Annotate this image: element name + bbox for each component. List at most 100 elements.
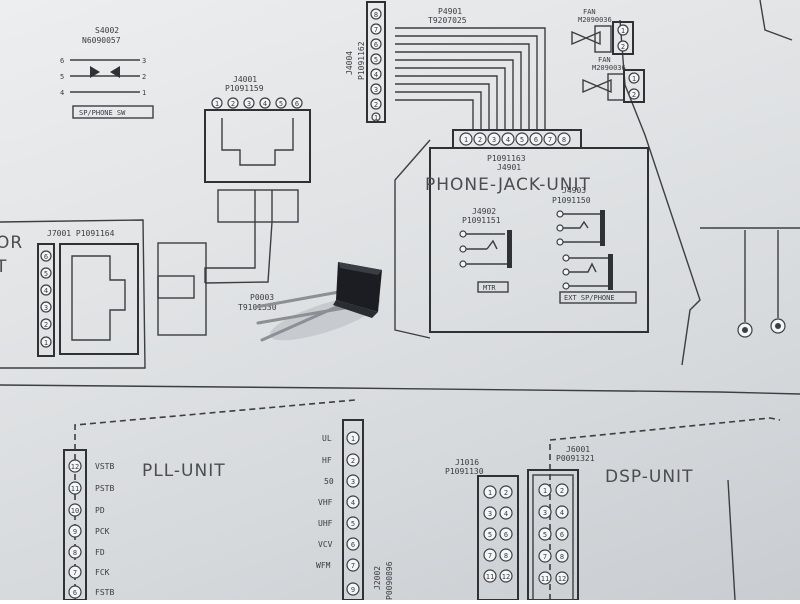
j2002-signal-ul: UL (322, 434, 332, 443)
svg-text:7: 7 (374, 26, 378, 34)
fan2-part: M2090036 (592, 64, 626, 72)
j1016-connector: J1016 P1091130 1 2 3 4 5 6 7 8 11 12 (445, 458, 519, 601)
s4002-switch: S4002 N6090057 654 321 SP/PHONE SW (60, 26, 154, 119)
board-outline-middle (394, 139, 431, 339)
svg-text:10: 10 (71, 507, 79, 515)
pll-signal-fd: FD (95, 548, 105, 557)
j6001-part: P0091321 (556, 454, 595, 463)
svg-text:4: 4 (44, 287, 48, 295)
left-unit-fragment-or: OR (0, 233, 23, 253)
dsp-unit-title: DSP-UNIT (605, 467, 693, 487)
s4002-label: S4002 (95, 26, 119, 35)
svg-text:5: 5 (279, 100, 283, 108)
svg-text:5: 5 (520, 136, 524, 144)
svg-text:1: 1 (215, 100, 219, 108)
j2002-signal-vhf: VHF (318, 498, 333, 507)
svg-text:2: 2 (231, 100, 235, 108)
sp-phone-sw-caption: SP/PHONE SW (79, 109, 126, 117)
svg-text:7: 7 (351, 562, 355, 570)
svg-text:5: 5 (374, 56, 378, 64)
svg-text:5: 5 (488, 531, 492, 539)
svg-text:6: 6 (374, 41, 378, 49)
svg-text:2: 2 (351, 457, 355, 465)
transistor-object (254, 262, 382, 342)
j4902-label: J4902 (472, 207, 496, 216)
j4004-connector: J4004 P1091162 8 7 6 5 4 3 2 1 (345, 1, 386, 123)
j4001-jack: J4001 P1091159 1 2 3 4 5 6 (204, 75, 311, 183)
j2002-signal-uhf: UHF (318, 519, 333, 528)
svg-text:7: 7 (73, 569, 77, 577)
j4903-part: P1091150 (552, 196, 591, 205)
svg-text:4: 4 (351, 499, 355, 507)
pll-unit: PLL-UNIT 12 11 10 9 8 7 6 VSTB PSTB PD P… (63, 399, 356, 601)
svg-text:6: 6 (504, 531, 508, 539)
svg-text:3: 3 (44, 304, 48, 312)
svg-text:1: 1 (142, 89, 146, 97)
board-outline-right (619, 19, 701, 366)
j4901-part: P1091163 (487, 154, 526, 163)
svg-text:8: 8 (374, 11, 378, 19)
j6001-label: J6001 (566, 445, 590, 454)
j2002-label: J2002 (373, 566, 382, 590)
svg-text:1: 1 (632, 75, 636, 83)
svg-text:8: 8 (562, 136, 566, 144)
svg-text:1: 1 (543, 487, 547, 495)
svg-text:3: 3 (374, 86, 378, 94)
j4901-label: J4901 (497, 163, 521, 172)
board-outline-corner (759, 0, 793, 41)
pll-unit-title: PLL-UNIT (142, 461, 226, 481)
pll-signal-fstb: FSTB (95, 588, 114, 597)
phone-jack-unit-title: PHONE-JACK-UNIT (425, 175, 591, 195)
svg-text:4: 4 (504, 510, 508, 518)
svg-text:6: 6 (60, 57, 64, 65)
j2002-signal-wfm: WFM (316, 561, 331, 570)
coax-jacks (700, 227, 800, 338)
svg-text:7: 7 (543, 553, 547, 561)
svg-text:8: 8 (73, 549, 77, 557)
pll-signal-pstb: PSTB (95, 484, 114, 493)
fan1-label: FAN (583, 8, 596, 16)
j4902-part: P1091151 (462, 216, 501, 225)
svg-text:2: 2 (374, 101, 378, 109)
j2002-connector: 1 2 3 4 5 6 7 9 UL HF 50 VHF UHF VCV WFM… (316, 419, 394, 601)
svg-text:3: 3 (142, 57, 146, 65)
svg-text:9: 9 (73, 528, 77, 536)
svg-text:11: 11 (71, 485, 79, 493)
dsp-unit: DSP-UNIT J6001 P0091321 1 2 3 4 5 6 7 8 … (527, 417, 781, 601)
j4001-part: P1091159 (225, 84, 264, 93)
svg-text:4: 4 (60, 89, 64, 97)
j2002-signal-50: 50 (324, 477, 334, 486)
svg-text:12: 12 (558, 575, 566, 583)
j4903-label: J4903 (562, 186, 586, 195)
svg-text:2: 2 (478, 136, 482, 144)
svg-text:6: 6 (44, 253, 48, 261)
j2002-part: P0090896 (385, 561, 394, 600)
svg-text:4: 4 (374, 71, 378, 79)
j1016-label: J1016 (455, 458, 479, 467)
svg-text:3: 3 (351, 478, 355, 486)
j7001-jack: OR T J7001 P1091164 6 5 4 3 2 1 (0, 219, 146, 369)
svg-text:11: 11 (486, 573, 494, 581)
svg-text:11: 11 (541, 575, 549, 583)
svg-text:2: 2 (560, 487, 564, 495)
svg-text:7: 7 (488, 552, 492, 560)
p4901-part: T9207025 (428, 16, 467, 25)
svg-text:6: 6 (351, 541, 355, 549)
j4001-label: J4001 (233, 75, 257, 84)
fan1-part: M2090036 (578, 16, 612, 24)
svg-text:2: 2 (621, 43, 625, 51)
svg-text:8: 8 (504, 552, 508, 560)
svg-text:6: 6 (560, 531, 564, 539)
fan-group: FAN M2090036 1 2 FAN M2090036 1 2 (571, 8, 645, 103)
p4901-label: P4901 (438, 7, 462, 16)
j4004-label: J4004 (345, 51, 354, 75)
svg-text:6: 6 (534, 136, 538, 144)
svg-text:2: 2 (142, 73, 146, 81)
svg-text:3: 3 (247, 100, 251, 108)
svg-text:5: 5 (44, 270, 48, 278)
p4901-ribbon-cable: P4901 T9207025 (395, 7, 546, 130)
j4901-connector: 1 2 3 4 5 6 7 8 P1091163 J4901 (452, 129, 582, 172)
svg-text:12: 12 (502, 573, 510, 581)
svg-text:6: 6 (73, 589, 77, 597)
